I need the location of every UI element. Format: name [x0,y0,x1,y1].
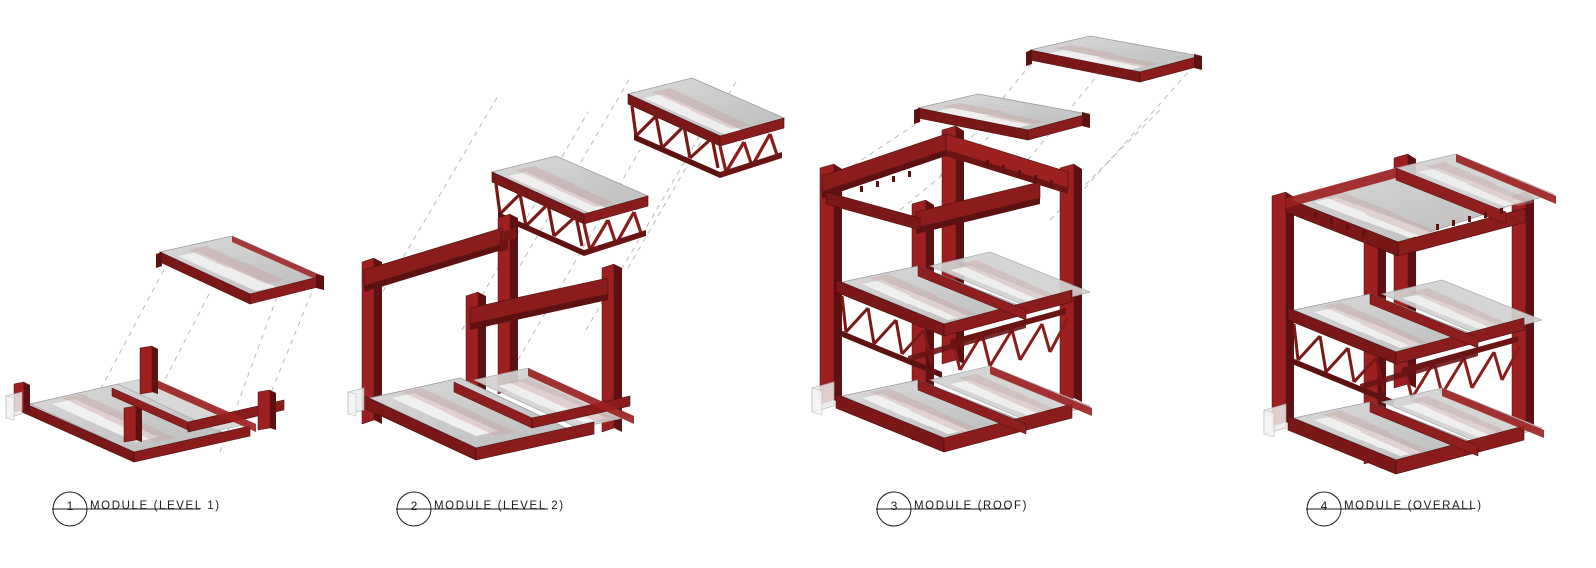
callout-number: 1 [66,499,74,513]
floating-truss-module-left [490,155,650,256]
view-module-roof[interactable] [790,0,1230,490]
floating-deck-panel [156,235,324,305]
level-2-truss-floor [835,251,1092,378]
base-glazing-block [811,381,835,416]
base-glazing-block [5,391,23,421]
level-1-floor-module [1263,387,1544,475]
callout-view-3[interactable]: 3 MODULE (ROOF) [876,490,1096,568]
floating-roof-panel-right [1026,35,1202,83]
level-1-floor-module [811,365,1092,453]
callout-view-4[interactable]: 4 MODULE (OVERALL) [1306,490,1526,568]
floating-roof-panel-left [914,93,1090,141]
callout-number: 2 [410,499,418,513]
callout-title: MODULE (LEVEL 2) [434,500,565,512]
callout-view-1[interactable]: 1 MODULE (LEVEL 1) [52,490,272,568]
base-glazing-block [1263,403,1287,438]
level-2-frame [361,213,622,451]
roof-deck-installed [1285,153,1556,257]
callout-title: MODULE (OVERALL) [1344,500,1483,512]
corner-columns [13,345,276,443]
callout-title: MODULE (ROOF) [914,500,1029,512]
level-2-truss-floor [1287,279,1544,406]
view-module-overall[interactable] [1230,0,1596,490]
level-1-floor-module [5,345,285,463]
callout-number: 3 [890,499,898,513]
view-module-level-1[interactable] [0,0,340,490]
base-glazing-block [347,387,365,417]
callout-title: MODULE (LEVEL 1) [90,500,221,512]
alignment-dashed-lines [95,261,321,453]
callout-view-2[interactable]: 2 MODULE (LEVEL 2) [396,490,616,568]
view-module-level-2[interactable] [340,0,790,490]
floating-truss-module-right [626,77,786,178]
level-1-floor-module [347,367,634,461]
callout-number: 4 [1320,499,1328,513]
roof-frame [821,133,1069,234]
